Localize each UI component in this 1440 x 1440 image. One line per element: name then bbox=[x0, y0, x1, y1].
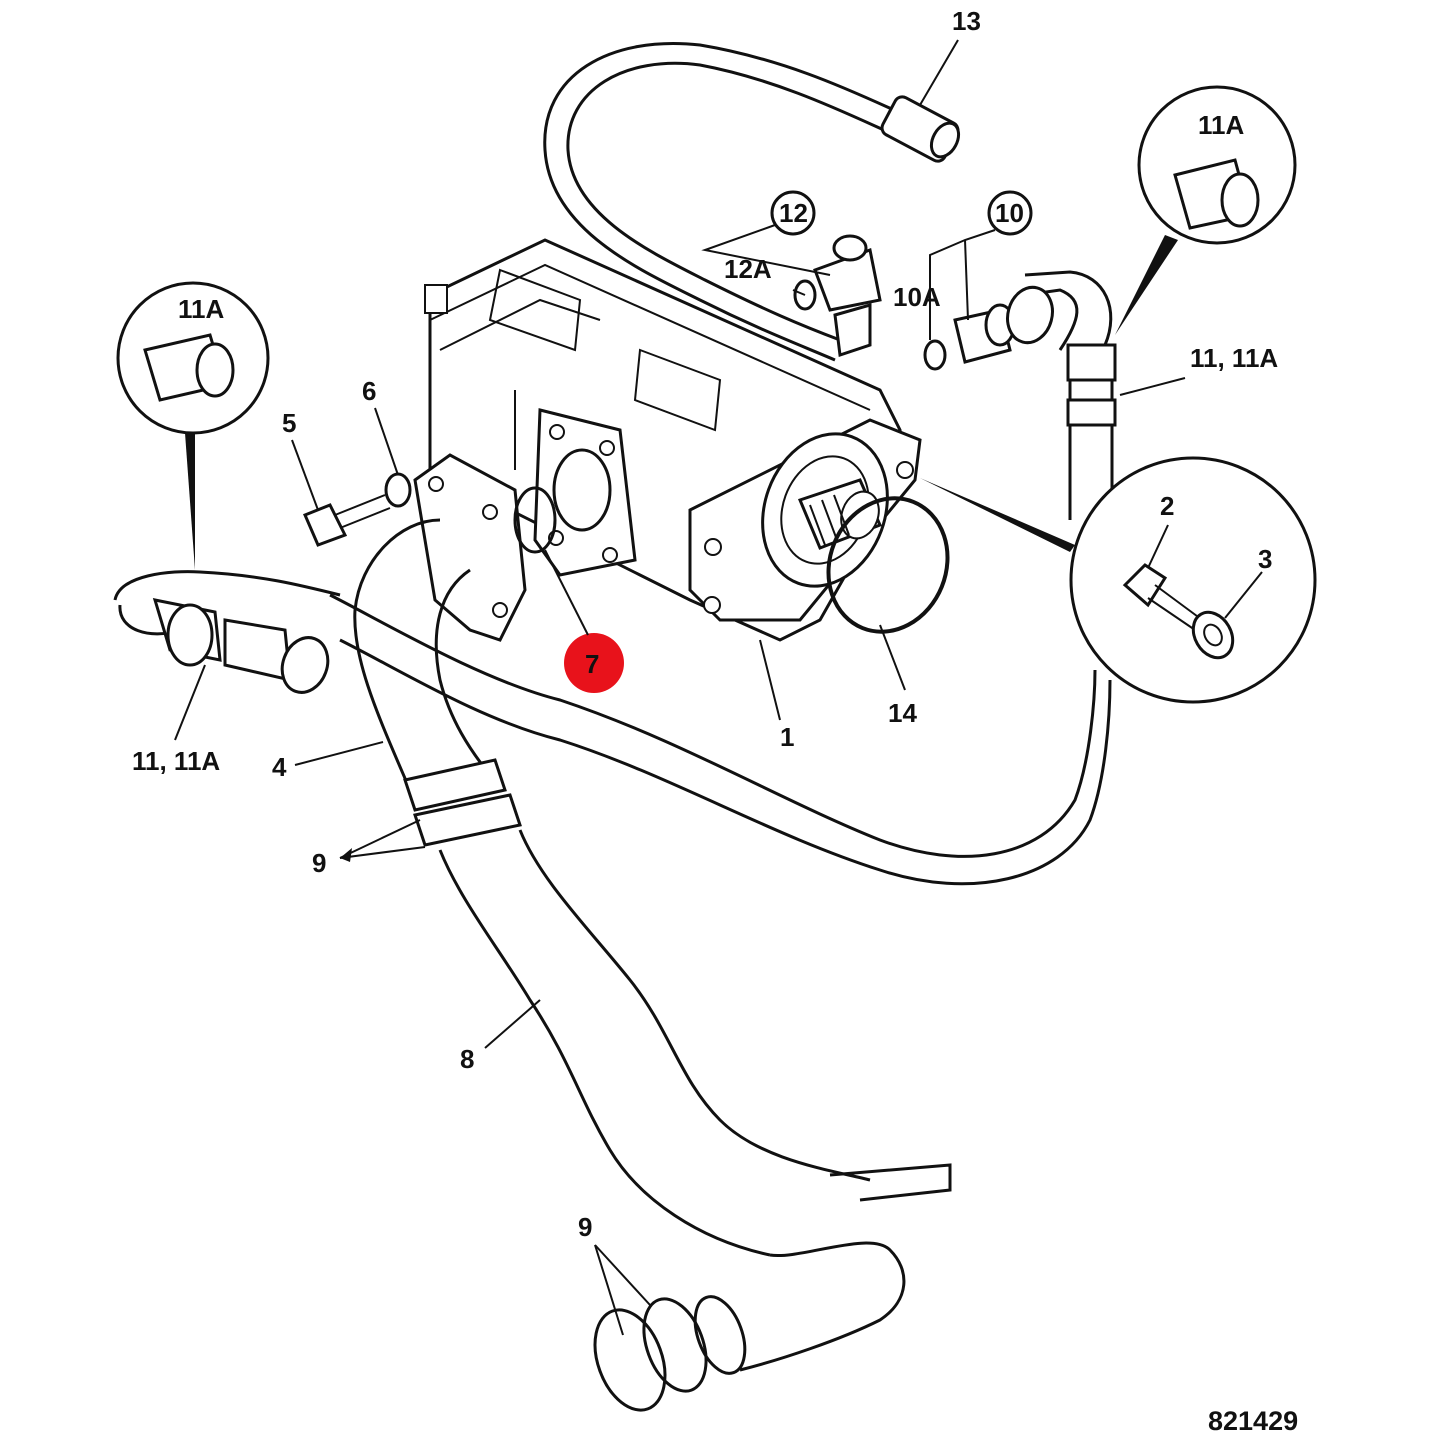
pipe-13 bbox=[543, 42, 961, 362]
label-4: 4 bbox=[272, 752, 287, 782]
seal-7 bbox=[513, 486, 557, 554]
fitting-12 bbox=[793, 234, 882, 358]
bolt-5 bbox=[303, 472, 412, 547]
label-10-circle bbox=[987, 190, 1033, 236]
label-12: 12 bbox=[779, 198, 808, 228]
label-7: 7 bbox=[585, 649, 599, 679]
pipe-11-right bbox=[1024, 270, 1117, 520]
leader-lines bbox=[174, 39, 1263, 1336]
label-11-11a-right: 11, 11A bbox=[1190, 343, 1278, 373]
label-1: 1 bbox=[780, 722, 794, 752]
pump-body bbox=[424, 238, 922, 642]
fitting-10 bbox=[923, 285, 1054, 371]
label-2: 2 bbox=[1160, 491, 1174, 521]
pointer-9-upper bbox=[339, 819, 426, 862]
reference-number: 821429 bbox=[1208, 1406, 1298, 1436]
label-11a-left-detail: 11A bbox=[178, 294, 224, 324]
label-11-11a-left: 11, 11A bbox=[132, 746, 220, 776]
label-9-upper: 9 bbox=[312, 848, 326, 878]
o-ring-14 bbox=[826, 496, 950, 634]
label-12a: 12A bbox=[724, 254, 772, 284]
label-12-circle bbox=[770, 190, 816, 236]
label-8: 8 bbox=[460, 1044, 474, 1074]
label-11a-right-detail: 11A bbox=[1198, 110, 1244, 140]
detail-11a-right: 11A bbox=[1115, 85, 1297, 335]
hose-11 bbox=[113, 570, 1112, 886]
label-10a: 10A bbox=[893, 282, 941, 312]
label-9-lower: 9 bbox=[578, 1212, 592, 1242]
hose-8 bbox=[438, 829, 952, 1412]
label-10: 10 bbox=[995, 198, 1024, 228]
label-3: 3 bbox=[1258, 544, 1272, 574]
detail-bolt-washer bbox=[920, 456, 1317, 704]
detail-11a-left: 11A bbox=[116, 281, 270, 570]
label-14: 14 bbox=[888, 698, 917, 728]
hose-4 bbox=[353, 453, 527, 847]
label-5: 5 bbox=[282, 408, 296, 438]
label-13: 13 bbox=[952, 6, 981, 36]
label-6: 6 bbox=[362, 376, 376, 406]
highlight-marker-7 bbox=[564, 633, 624, 693]
